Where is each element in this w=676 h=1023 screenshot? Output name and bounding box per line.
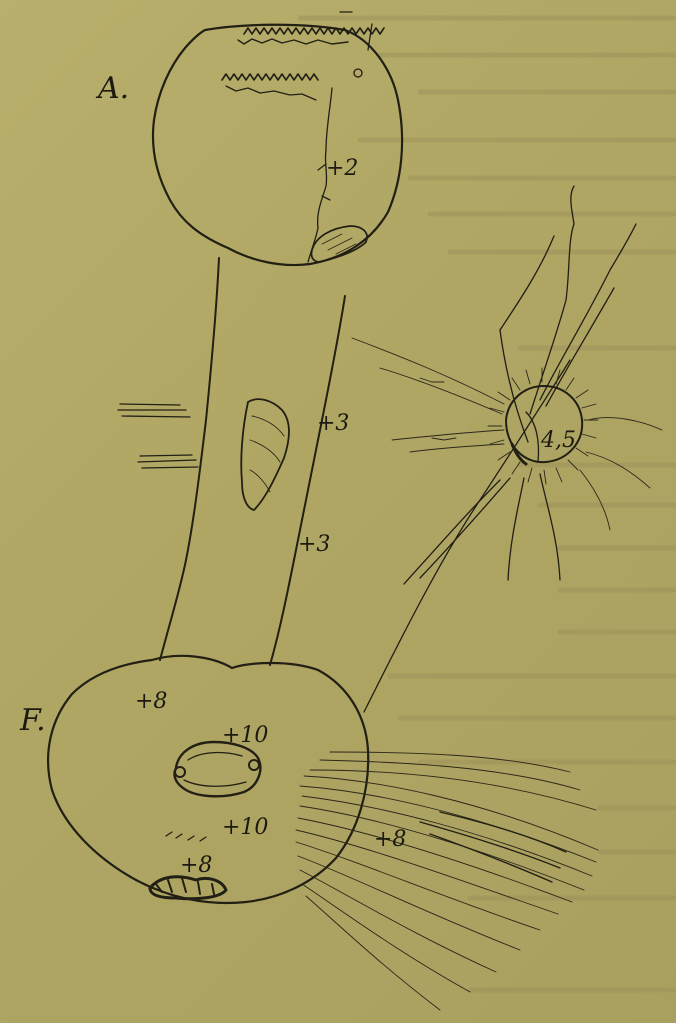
label-region-a: A. bbox=[95, 71, 129, 106]
label-region-f: F. bbox=[19, 703, 46, 738]
label-shaft-reading-lower: +3 bbox=[298, 532, 330, 557]
label-head-reading: +2 bbox=[326, 156, 358, 181]
shaft bbox=[118, 258, 345, 665]
label-base-bottom-reading: +8 bbox=[180, 853, 212, 878]
nodule-cluster bbox=[352, 186, 662, 712]
upper-head bbox=[153, 12, 402, 265]
label-nodule-reading: 4,5 bbox=[540, 428, 576, 453]
label-base-lower-reading: +10 bbox=[222, 815, 268, 840]
fiber-bundle bbox=[296, 752, 598, 1010]
label-base-left-reading: +8 bbox=[135, 689, 167, 714]
label-shaft-reading-upper: +3 bbox=[317, 411, 349, 436]
label-tail-reading: +8 bbox=[374, 827, 406, 852]
label-base-center-reading: +10 bbox=[222, 723, 268, 748]
